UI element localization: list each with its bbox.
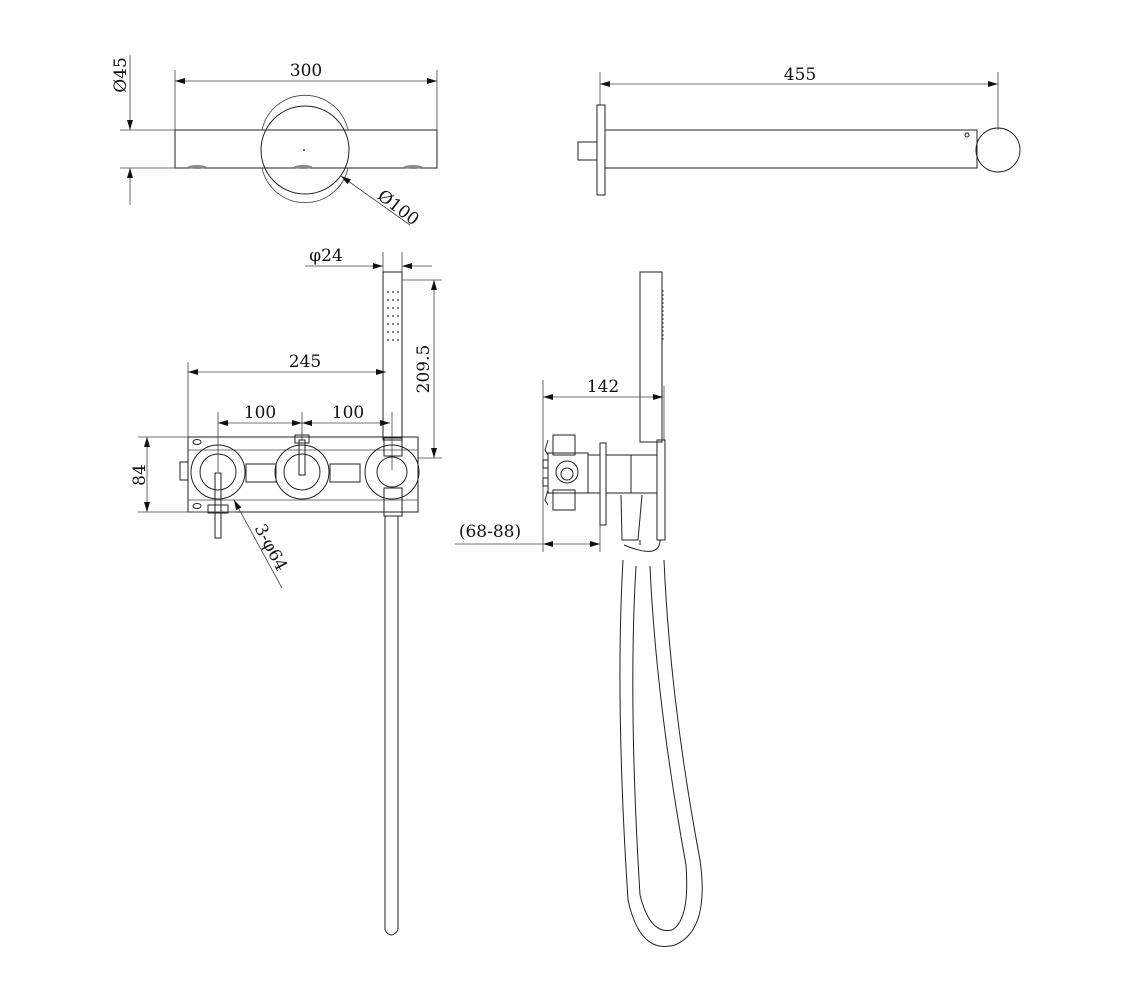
- handshower-side: [639, 271, 663, 443]
- dim-84-label: 84: [130, 464, 150, 486]
- dim-45-label: Ø45: [111, 57, 131, 93]
- profile-view-mixer: 142 (68-88): [455, 271, 703, 947]
- dim-455-label: 455: [784, 65, 816, 85]
- handshower: [382, 271, 403, 441]
- dim-142-label: 142: [587, 377, 619, 397]
- dim-64-label: 3-φ64: [250, 521, 291, 575]
- dim-100-left-label: 100: [244, 403, 276, 423]
- top-view-spout: 300 Ø45 Ø100: [111, 55, 438, 230]
- dim-68-88-label: (68-88): [459, 522, 521, 542]
- dim-24-label: φ24: [309, 246, 343, 266]
- dim-300-label: 300: [290, 61, 322, 81]
- dim-100-dia-label: Ø100: [373, 186, 422, 230]
- side-view-spout: 455: [577, 65, 1021, 196]
- dim-100-right-label: 100: [332, 403, 364, 423]
- front-view-mixer: φ24 209.5 245 100 100: [130, 246, 442, 936]
- dim-209-label: 209.5: [414, 345, 434, 394]
- dim-245-label: 245: [289, 352, 321, 372]
